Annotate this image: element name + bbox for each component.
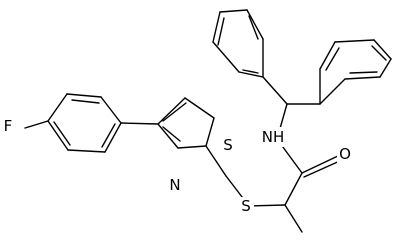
side-chain (205, 103, 343, 233)
bond (104, 122, 122, 153)
bond (53, 121, 71, 146)
bond (349, 71, 378, 74)
bond (47, 120, 69, 151)
bond (319, 78, 346, 105)
bond (100, 96, 122, 124)
bond (205, 145, 227, 177)
bond (248, 15, 259, 40)
bond (325, 47, 340, 71)
thiazole-sulfur-label: S (223, 136, 233, 154)
bond (120, 122, 159, 125)
fluorophenyl-ring (24, 93, 122, 153)
bond (212, 41, 240, 73)
bond (334, 39, 375, 43)
bond (344, 76, 381, 80)
bond (205, 117, 215, 147)
atom-labels: F S N S NH O (0, 117, 353, 215)
upper-phenyl-ring (212, 9, 288, 105)
bond (177, 145, 207, 149)
bond (66, 93, 102, 98)
thioether-sulfur-label: S (241, 197, 251, 215)
bond (157, 97, 186, 125)
bond (67, 149, 106, 153)
bond (319, 41, 336, 70)
bond (246, 9, 264, 40)
fluorine-label: F (4, 117, 13, 135)
bond (284, 204, 303, 233)
oxygen-label: O (339, 145, 351, 163)
thiazole-nitrogen-label: N (169, 176, 180, 194)
bond (157, 123, 179, 149)
bond (217, 17, 225, 46)
bond (301, 154, 341, 174)
bond (162, 126, 181, 142)
right-phenyl-ring (286, 39, 392, 105)
bond (242, 69, 259, 74)
bond (248, 204, 286, 207)
bond (219, 9, 248, 13)
bond (373, 39, 392, 60)
bond (71, 99, 100, 104)
bond (284, 172, 303, 206)
amide-nh-label: NH (262, 128, 285, 146)
bond (303, 159, 343, 178)
bond (162, 102, 187, 122)
bond (371, 45, 387, 61)
bond (101, 123, 116, 148)
bond (212, 11, 221, 43)
bond (379, 58, 392, 78)
bond (238, 71, 264, 78)
bond (24, 120, 49, 129)
bond (262, 76, 288, 105)
bond (47, 93, 68, 122)
thiazole-ring (120, 97, 215, 149)
bond (184, 97, 215, 119)
